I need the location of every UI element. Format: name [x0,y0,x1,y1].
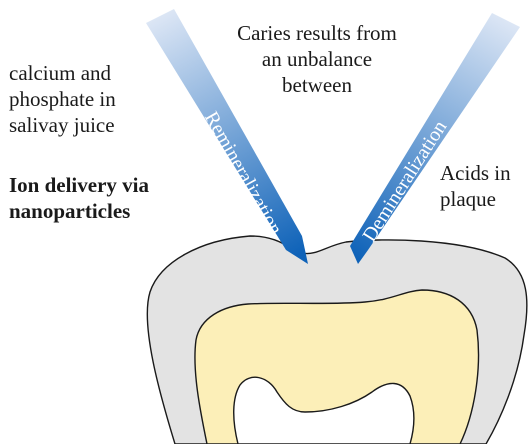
caries-label: Caries results from an unbalance between [217,20,417,98]
caries-line-2: an unbalance [217,46,417,72]
acids-line-1: Acids in [440,160,511,186]
remineralization-arrow-label: Remineralization [200,108,287,239]
caries-line-1: Caries results from [217,20,417,46]
calcium-phosphate-label: calcium and phosphate in salivay juice [9,60,116,138]
calcium-line-3: salivay juice [9,112,116,138]
caries-line-3: between [217,72,417,98]
calcium-line-1: calcium and [9,60,116,86]
ion-delivery-line-2: nanoparticles [9,198,149,224]
acids-in-plaque-label: Acids in plaque [440,160,511,212]
demineralization-arrow-label: Demineralization [358,117,451,246]
acids-line-2: plaque [440,186,511,212]
ion-delivery-label: Ion delivery via nanoparticles [9,172,149,224]
calcium-line-2: phosphate in [9,86,116,112]
ion-delivery-line-1: Ion delivery via [9,172,149,198]
